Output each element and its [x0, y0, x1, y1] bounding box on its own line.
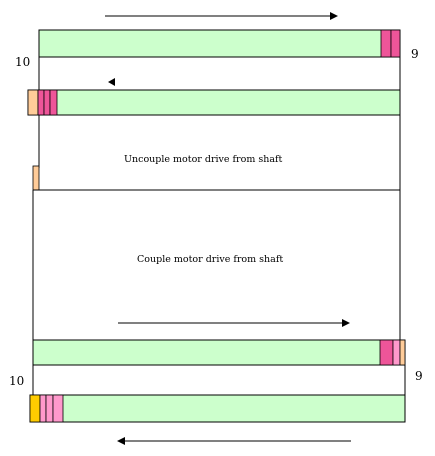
small-peach-marker — [32, 165, 40, 191]
couple-label: Couple motor drive from shaft — [137, 254, 283, 265]
end-segments-bottom — [29, 394, 64, 423]
bar-top — [38, 29, 401, 58]
arrow-right-lower — [118, 319, 350, 327]
end-segments-lower — [379, 339, 406, 366]
label-10-bottom: 10 — [9, 374, 24, 388]
label-9-top: 9 — [411, 47, 419, 61]
label-9-bottom: 9 — [415, 369, 423, 383]
bar-second — [27, 89, 401, 116]
label-10-top: 10 — [15, 55, 30, 69]
arrow-left-bottom — [117, 437, 351, 445]
end-segments-second — [27, 89, 58, 116]
bar-bottom — [29, 394, 406, 423]
uncouple-label: Uncouple motor drive from shaft — [124, 154, 283, 165]
end-segments-top — [380, 29, 401, 58]
arrow-left-second — [108, 78, 115, 86]
arrow-right-top — [105, 12, 338, 20]
bar-lower — [32, 339, 406, 366]
